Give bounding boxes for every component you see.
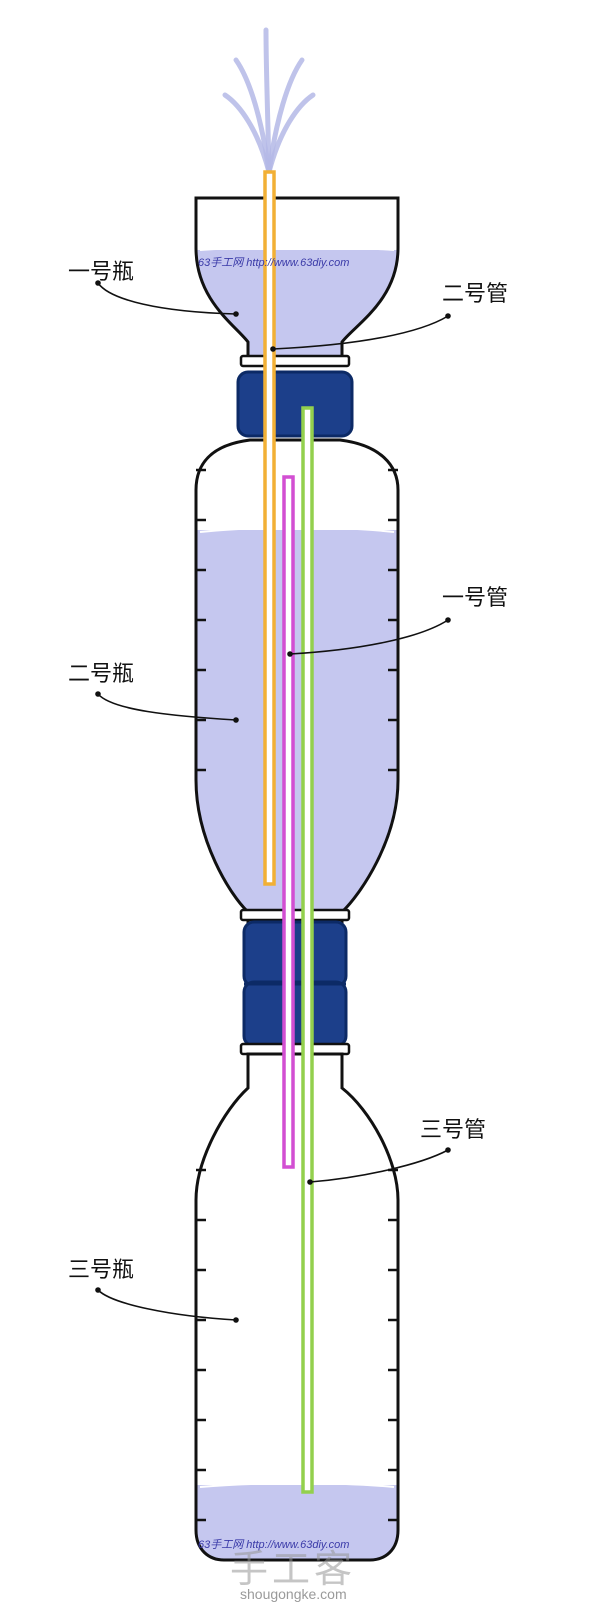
fountain-spray [222,27,316,175]
bottle-1 [194,196,400,368]
label-tube-2: 二号管 [442,282,509,307]
dot-bottle-3-label [95,1287,101,1293]
dot-tube-2 [270,346,276,352]
tube-1 [282,475,295,1169]
bottle-2-grip-ridges [196,468,398,772]
bottle-3-grip-ridges [196,1168,398,1522]
bottle-2-neck-ring [239,908,351,922]
cap-3 [242,980,348,1048]
label-bottle-2: 二号瓶 [68,662,135,687]
leader-tube-2 [272,315,449,350]
bottle-2-waterline [199,526,395,533]
leader-bottle-1 [97,282,237,315]
tube-3 [301,406,314,1494]
label-bottle-3: 三号瓶 [68,1258,135,1283]
label-tube-3: 三号管 [420,1118,487,1143]
dot-bottle-3 [233,1317,239,1323]
dot-bottle-2-label [95,691,101,697]
dot-bottle-1 [233,311,239,317]
leader-bottle-2 [97,693,237,721]
site-logo-watermark: 手工客 [230,1547,357,1591]
dot-bottle-1-label [95,280,101,286]
leader-bottle-3 [97,1289,237,1321]
spray-jet [266,92,316,175]
cap-1 [236,370,354,438]
bottle-2 [194,438,400,940]
bottle-1-outline [194,196,400,362]
dot-tube-2-label [445,313,451,319]
bottle-2-water [196,530,398,938]
dot-tube-3-label [445,1147,451,1153]
label-tube-1: 一号管 [442,586,509,611]
spray-jet [222,92,272,175]
site-url-watermark: shougongke.com [240,1586,347,1602]
bottle-3 [194,1042,400,1562]
bottle-1-waterline [199,246,395,251]
label-bottle-1: 一号瓶 [68,260,135,285]
leader-tube-1 [289,619,449,655]
watermark-bottom: 63手工网 http://www.63diy.com [198,1539,350,1551]
tube-2 [263,170,276,886]
dot-tube-1-label [445,617,451,623]
dot-bottle-2 [233,717,239,723]
dot-tube-3 [307,1179,313,1185]
leader-tube-3 [309,1149,449,1183]
bottle-3-water [196,1485,398,1560]
bottle-3-waterline [199,1482,395,1488]
dot-tube-1 [287,651,293,657]
bottle-3-outline [194,1052,400,1562]
watermark-top: 63手工网 http://www.63diy.com [198,257,350,269]
bottle-1-neck-ring [239,354,351,368]
cap-2 [242,920,348,988]
